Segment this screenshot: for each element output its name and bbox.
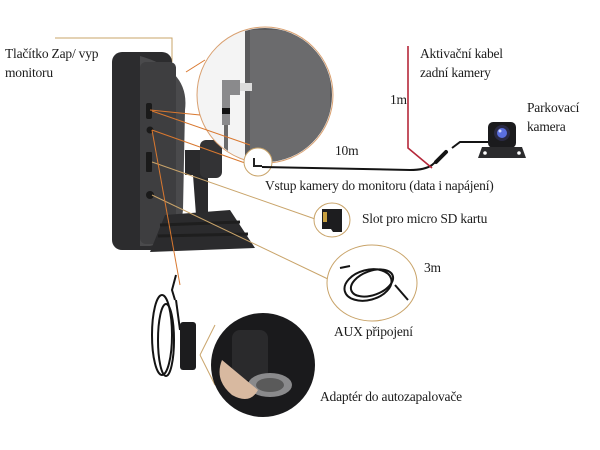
label-aux: AUX připojení <box>334 324 413 339</box>
cigarette-lighter-bubble <box>211 313 315 417</box>
sd-slot-icon <box>146 152 152 172</box>
car-charger-plug-icon <box>180 322 196 370</box>
label-aux-length: 3m <box>424 260 441 275</box>
camera-port-icon <box>146 126 154 134</box>
camera-jack-icon <box>253 158 262 167</box>
label-power-button: Tlačítko Zap/ vyp monitoru <box>5 46 99 80</box>
aux-bubble <box>326 244 418 322</box>
label-car-adapter: Adaptér do autozapalovače <box>320 389 462 404</box>
label-activation-length: 1m <box>390 92 407 107</box>
pointer-camera-input <box>151 129 246 164</box>
suction-base-icon <box>150 210 255 252</box>
monitor-icon <box>112 52 255 252</box>
aux-cable-icon <box>339 265 409 302</box>
label-parking-camera: Parkovací kamera <box>527 100 580 134</box>
pointer-sd <box>151 161 319 221</box>
parking-camera-icon <box>478 122 526 158</box>
label-camera-input: Vstup kamery do monitoru (data i napájen… <box>265 178 494 193</box>
label-activation-cable: Aktivační kabel zadní kamery <box>420 46 503 80</box>
camera-cable-10m <box>261 157 441 172</box>
aux-port-icon <box>146 191 154 199</box>
car-charger-cable-icon <box>151 274 181 377</box>
activation-wire <box>407 46 433 169</box>
leader-line-power <box>55 37 173 62</box>
camera-jack-bubble <box>243 147 273 177</box>
pointer-aux <box>151 194 331 281</box>
label-camera-cable-length: 10m <box>335 143 359 158</box>
label-sd-slot: Slot pro micro SD kartu <box>362 211 488 226</box>
usb-c-port-icon <box>146 103 152 119</box>
